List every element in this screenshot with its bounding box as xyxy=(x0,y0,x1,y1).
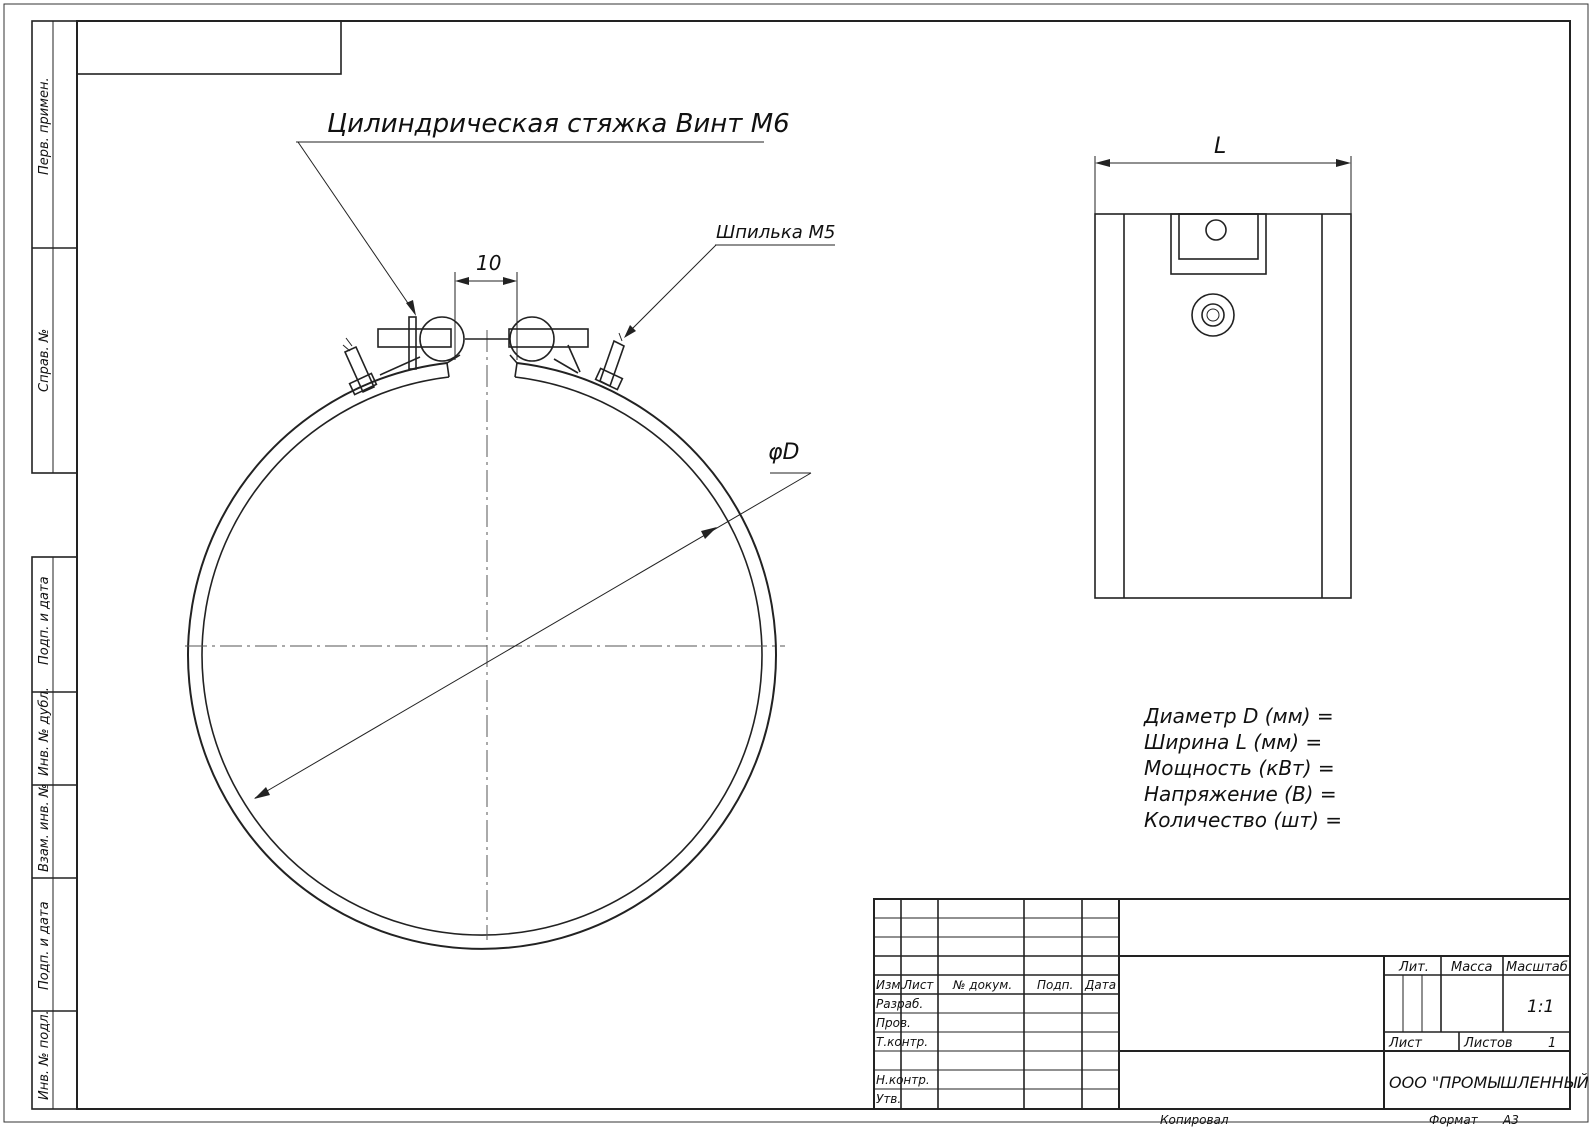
spec-voltage: Напряжение (В) = xyxy=(1144,782,1337,806)
width-dim-text: L xyxy=(1214,134,1226,159)
clamp-ring-outer xyxy=(187,362,777,950)
stud-right xyxy=(594,332,625,391)
tb-massa: Масса xyxy=(1451,960,1492,975)
stud-leader: Шпилька М5 xyxy=(624,222,835,338)
label-perv-primen: Перв. примен. xyxy=(37,77,52,175)
tb-list: Лист xyxy=(1388,1036,1422,1051)
tb-col-dokum: № докум. xyxy=(952,978,1012,992)
diameter-dimension: φD xyxy=(254,440,812,799)
top-left-stamp xyxy=(76,20,342,75)
side-stamp: Перв. примен. Справ. № Подп. и дата Инв.… xyxy=(31,20,78,1110)
footer-format: Формат xyxy=(1429,1113,1479,1127)
side-view-bracket xyxy=(1170,213,1267,275)
cylinder-left xyxy=(419,316,465,362)
label-inv-dubl: Инв. № дубл. xyxy=(37,687,52,776)
side-view-stud-outer xyxy=(1191,293,1235,337)
tb-row-nkontr: Н.контр. xyxy=(876,1073,930,1087)
cylinder-leader: Цилиндрическая стяжка Винт М6 xyxy=(296,109,790,316)
footer-kopiroval: Копировал xyxy=(1160,1113,1229,1127)
label-sprav-no: Справ. № xyxy=(37,329,52,392)
stud-left xyxy=(342,337,378,396)
cylinder-label: Цилиндрическая стяжка Винт М6 xyxy=(327,109,790,139)
gap-dimension: 10 xyxy=(454,251,518,360)
spec-quantity: Количество (шт) = xyxy=(1144,808,1342,832)
spec-diameter: Диаметр D (мм) = xyxy=(1143,704,1334,728)
cylindrical-tie xyxy=(377,316,589,376)
tb-listov: Листов xyxy=(1463,1036,1513,1051)
drawing-frame xyxy=(76,20,1571,1110)
clamp-side-view: L xyxy=(1094,134,1352,599)
tb-col-podp: Подп. xyxy=(1037,978,1073,992)
tb-lit: Лит. xyxy=(1398,960,1429,975)
tb-scale-value: 1:1 xyxy=(1527,997,1554,1017)
tb-row-razrab: Разраб. xyxy=(876,997,923,1011)
stud-label: Шпилька М5 xyxy=(716,222,835,243)
tb-row-tkontr: Т.контр. xyxy=(876,1035,928,1049)
tb-col-izm: Изм. xyxy=(876,978,904,992)
label-podp-data-1: Подп. и дата xyxy=(37,576,52,665)
diameter-dim-text: φD xyxy=(768,440,799,465)
spec-list: Диаметр D (мм) = Ширина L (мм) = Мощност… xyxy=(1143,704,1342,832)
cylinder-right xyxy=(509,316,555,362)
spec-power: Мощность (кВт) = xyxy=(1144,756,1335,780)
tb-col-data: Дата xyxy=(1084,978,1116,992)
label-inv-podl: Инв. № подл. xyxy=(37,1010,52,1100)
label-podp-data-2: Подп. и дата xyxy=(37,901,52,990)
tb-row-prov: Пров. xyxy=(876,1016,911,1030)
spec-width: Ширина L (мм) = xyxy=(1144,730,1322,754)
footer-format-value: А3 xyxy=(1502,1113,1519,1127)
title-block: Изм. Лист № докум. Подп. Дата Разраб. Пр… xyxy=(873,898,1592,1110)
outer-border xyxy=(3,3,1589,1123)
side-view-body xyxy=(1094,213,1352,599)
clamp-ring-inner xyxy=(201,376,763,936)
label-vzam-inv: Взам. инв. № xyxy=(37,784,52,872)
gap-dim-text: 10 xyxy=(476,251,501,275)
tb-masshtab: Масштаб xyxy=(1506,960,1568,975)
tb-col-list: Лист xyxy=(902,978,934,992)
tb-company: ООО "ПРОМЫШЛЕННЫЙ ТЭН" xyxy=(1389,1073,1592,1092)
tb-listov-value: 1 xyxy=(1548,1036,1556,1051)
tb-row-utv: Утв. xyxy=(876,1092,901,1106)
clamp-front-view: 10 φD Цилиндрическая стяжка Винт М6 Шпил… xyxy=(185,109,835,950)
